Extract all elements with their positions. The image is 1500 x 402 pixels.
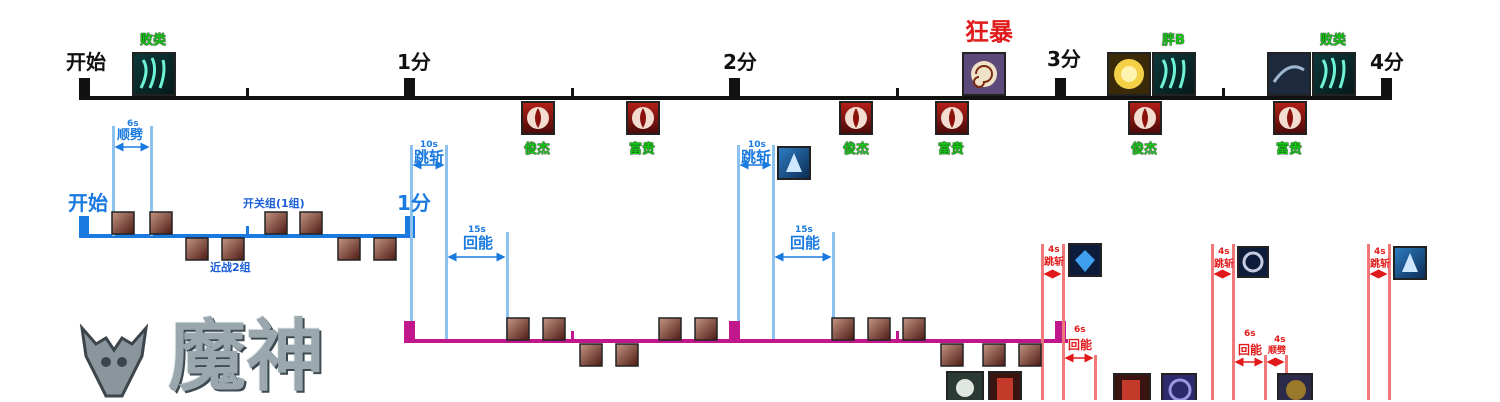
blue-markers	[112, 126, 835, 340]
event-label-top: 败类	[1320, 33, 1347, 48]
interval-name: 跳斩	[741, 148, 772, 166]
gem-icon	[1068, 243, 1102, 277]
event-label-bottom: 俊杰	[1131, 142, 1158, 157]
interval-name: 回能	[790, 234, 821, 252]
red-interval-name: 顺劈	[1268, 346, 1287, 356]
interval-duration: 10s	[420, 140, 438, 150]
red-interval-name: 跳斩	[1214, 259, 1234, 270]
main-label-2min: 2分	[723, 50, 757, 74]
dark-storm-icon	[1267, 52, 1311, 96]
red-interval-duration: 4s	[1218, 247, 1230, 257]
main-label-4min: 4分	[1370, 50, 1404, 74]
wizard-icon	[1393, 246, 1427, 280]
logo-title: 魔神	[168, 311, 325, 402]
spiral-icon	[962, 52, 1006, 96]
red-interval-duration: 4s	[1274, 335, 1286, 345]
interval-duration: 15s	[468, 225, 486, 235]
blue-label-1min: 1分	[397, 191, 431, 215]
blood-drop-icons	[521, 101, 1307, 135]
melee-unit-icons-blue	[111, 211, 397, 261]
red-interval-duration: 6s	[1074, 325, 1086, 335]
main-label-start: 开始	[66, 50, 106, 74]
green-claw-icon	[1152, 52, 1196, 96]
red-interval-duration: 6s	[1244, 329, 1256, 339]
enrage-label: 狂暴	[965, 18, 1013, 46]
green-claw-icon	[132, 52, 176, 96]
event-label-bottom: 富贵	[629, 142, 656, 157]
main-track	[79, 78, 1392, 100]
demon-emblem-icon	[79, 323, 149, 398]
event-label-bottom: 富贵	[1276, 142, 1303, 157]
red-interval-name: 回能	[1068, 338, 1093, 352]
group-note: 开关组(1组)	[243, 197, 305, 210]
main-label-3min: 3分	[1047, 47, 1081, 71]
red-arrows	[1043, 269, 1388, 367]
main-label-1min: 1分	[397, 50, 431, 74]
melee-unit-icons-purple	[506, 317, 1042, 367]
event-label-bottom: 俊杰	[524, 142, 551, 157]
green-claw-icon	[1312, 52, 1356, 96]
group-note: 近战2组	[210, 261, 251, 274]
interval-duration: 6s	[127, 119, 139, 129]
bottom-icons	[946, 371, 1313, 400]
purple-track	[404, 321, 1068, 343]
ring-icon	[1237, 246, 1269, 278]
golden-orb-icon	[1107, 52, 1151, 96]
blue-arrows	[114, 142, 832, 262]
red-interval-duration: 4s	[1374, 247, 1386, 257]
wizard-icon	[777, 146, 811, 180]
blue-label-start: 开始	[68, 191, 108, 215]
event-label-bottom: 俊杰	[843, 142, 870, 157]
event-label-top: 胖B	[1162, 33, 1185, 48]
event-label-bottom: 富贵	[938, 142, 965, 157]
red-interval-name: 回能	[1238, 343, 1263, 357]
interval-name: 跳斩	[414, 148, 445, 166]
red-interval-name: 跳斩	[1044, 257, 1064, 268]
interval-name: 回能	[463, 234, 494, 252]
interval-duration: 15s	[795, 225, 813, 235]
red-interval-duration: 4s	[1048, 245, 1060, 255]
interval-duration: 10s	[748, 140, 766, 150]
event-label-top: 败类	[140, 33, 167, 48]
red-interval-name: 跳斩	[1370, 259, 1390, 270]
interval-name: 顺劈	[117, 128, 144, 143]
